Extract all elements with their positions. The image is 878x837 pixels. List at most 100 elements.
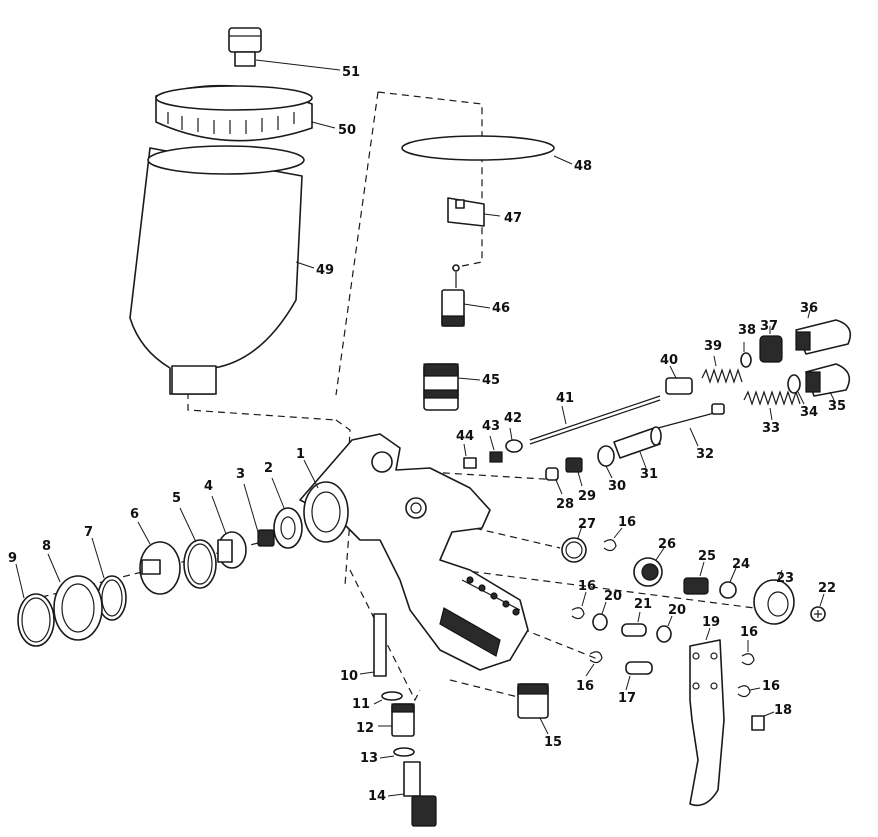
part-45-cup-fitting bbox=[423, 363, 481, 411]
label-20a: 20 bbox=[604, 589, 622, 604]
label-16c: 16 bbox=[576, 679, 594, 694]
part-17-trigger-pin bbox=[625, 661, 653, 691]
label-26: 26 bbox=[658, 537, 676, 552]
label-34: 34 bbox=[800, 405, 818, 420]
part-1-gun-body bbox=[299, 433, 529, 671]
label-37: 37 bbox=[760, 319, 778, 334]
label-7: 7 bbox=[84, 525, 93, 540]
part-46-strainer bbox=[441, 264, 491, 327]
label-6: 6 bbox=[130, 507, 139, 522]
label-16d: 16 bbox=[740, 625, 758, 640]
part-15-air-inlet bbox=[517, 683, 549, 735]
label-29: 29 bbox=[578, 489, 596, 504]
part-18-trigger-clip bbox=[751, 711, 775, 731]
label-28: 28 bbox=[556, 497, 574, 512]
part-51-vent-cap bbox=[228, 27, 341, 71]
label-27: 27 bbox=[578, 517, 596, 532]
label-10: 10 bbox=[340, 669, 358, 684]
label-18: 18 bbox=[774, 703, 792, 718]
label-36: 36 bbox=[800, 301, 818, 316]
part-20b-washer bbox=[656, 615, 673, 643]
label-12: 12 bbox=[356, 721, 374, 736]
label-9: 9 bbox=[8, 551, 17, 566]
label-46: 46 bbox=[492, 301, 510, 316]
label-42: 42 bbox=[504, 411, 522, 426]
part-14-air-valve-stem bbox=[387, 761, 437, 827]
label-49: 49 bbox=[316, 263, 334, 278]
label-23: 23 bbox=[776, 571, 794, 586]
part-47-cup-adapter bbox=[447, 197, 501, 227]
part-number-labels: 1 2 3 4 5 6 7 8 9 10 11 12 13 14 15 16 1… bbox=[8, 65, 846, 804]
part-49-paint-cup bbox=[129, 145, 315, 395]
part-28-bush bbox=[545, 467, 563, 495]
label-13: 13 bbox=[360, 751, 378, 766]
part-37-lock-nut bbox=[759, 326, 783, 363]
part-4-air-distributor bbox=[211, 495, 247, 569]
label-31: 31 bbox=[640, 467, 658, 482]
part-9-seal-ring bbox=[15, 563, 55, 647]
label-17: 17 bbox=[618, 691, 636, 706]
part-23-pattern-knob bbox=[753, 569, 795, 625]
part-6-air-cap bbox=[137, 521, 181, 595]
part-48-filter-ring bbox=[401, 135, 573, 165]
label-11: 11 bbox=[352, 697, 370, 712]
label-5: 5 bbox=[172, 491, 181, 506]
part-31-packing bbox=[613, 426, 662, 469]
part-8-retaining-ring bbox=[47, 553, 103, 641]
part-3-fluid-nozzle bbox=[243, 483, 275, 547]
part-25-valve bbox=[683, 561, 709, 595]
part-34-o-ring bbox=[787, 374, 805, 405]
label-1: 1 bbox=[296, 447, 305, 462]
label-48: 48 bbox=[574, 159, 592, 174]
label-38: 38 bbox=[738, 323, 756, 338]
part-42-bush bbox=[505, 427, 523, 453]
part-20a-washer bbox=[592, 601, 608, 631]
label-8: 8 bbox=[42, 539, 51, 554]
label-30: 30 bbox=[608, 479, 626, 494]
label-4: 4 bbox=[204, 479, 213, 494]
part-19-trigger bbox=[689, 627, 725, 807]
part-21-pin bbox=[621, 611, 647, 637]
label-47: 47 bbox=[504, 211, 522, 226]
label-32: 32 bbox=[696, 447, 714, 462]
label-22: 22 bbox=[818, 581, 836, 596]
label-24: 24 bbox=[732, 557, 750, 572]
part-22-screw bbox=[810, 593, 826, 622]
label-50: 50 bbox=[338, 123, 356, 138]
label-14: 14 bbox=[368, 789, 386, 804]
label-16b: 16 bbox=[578, 579, 596, 594]
part-30-o-ring bbox=[597, 445, 615, 479]
label-41: 41 bbox=[556, 391, 574, 406]
part-13-o-ring bbox=[379, 747, 415, 759]
label-35: 35 bbox=[828, 399, 846, 414]
part-44-bush bbox=[463, 443, 477, 469]
clip-16c bbox=[585, 651, 603, 677]
clip-16a bbox=[603, 527, 623, 552]
part-50-cup-lid bbox=[155, 84, 336, 142]
label-43: 43 bbox=[482, 419, 500, 434]
label-44: 44 bbox=[456, 429, 474, 444]
part-24-washer bbox=[719, 567, 737, 599]
clip-16b bbox=[571, 591, 587, 620]
label-2: 2 bbox=[264, 461, 273, 476]
part-2-fluid-nozzle-seal bbox=[271, 477, 303, 549]
label-39: 39 bbox=[704, 339, 722, 354]
label-40: 40 bbox=[660, 353, 678, 368]
label-16a: 16 bbox=[618, 515, 636, 530]
part-26-valve-body bbox=[633, 547, 665, 587]
part-11-washer bbox=[373, 691, 403, 705]
part-32-needle-shaft bbox=[657, 403, 725, 447]
part-43-seal bbox=[489, 435, 503, 463]
label-25: 25 bbox=[698, 549, 716, 564]
part-39-spring bbox=[701, 355, 743, 384]
part-10-air-pin bbox=[359, 613, 387, 677]
label-19: 19 bbox=[702, 615, 720, 630]
label-20b: 20 bbox=[668, 603, 686, 618]
label-21: 21 bbox=[634, 597, 652, 612]
part-38-washer bbox=[740, 342, 752, 368]
part-12-nut bbox=[378, 703, 415, 737]
label-15: 15 bbox=[544, 735, 562, 750]
part-27-seal bbox=[561, 525, 587, 563]
